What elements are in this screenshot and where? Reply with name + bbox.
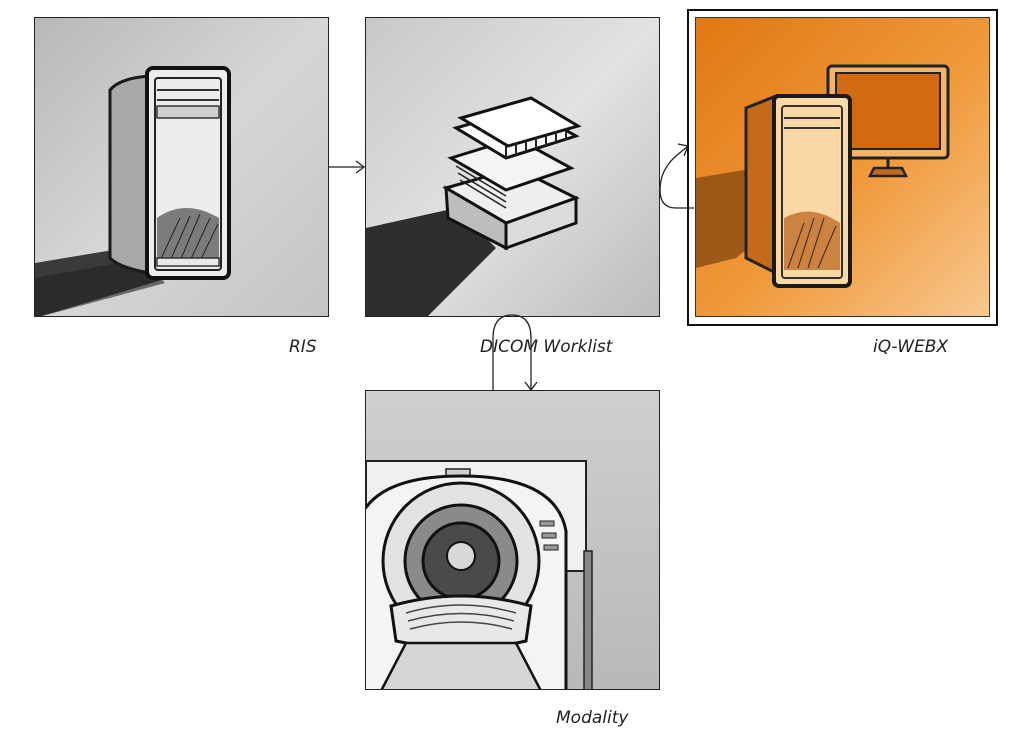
ris-label: RIS bbox=[289, 337, 317, 357]
webx-label: iQ-WEBX bbox=[873, 337, 948, 357]
modality-label: Modality bbox=[556, 708, 628, 728]
edge-worklist-webx bbox=[660, 146, 694, 208]
worklist-label: DICOM Worklist bbox=[480, 337, 612, 357]
